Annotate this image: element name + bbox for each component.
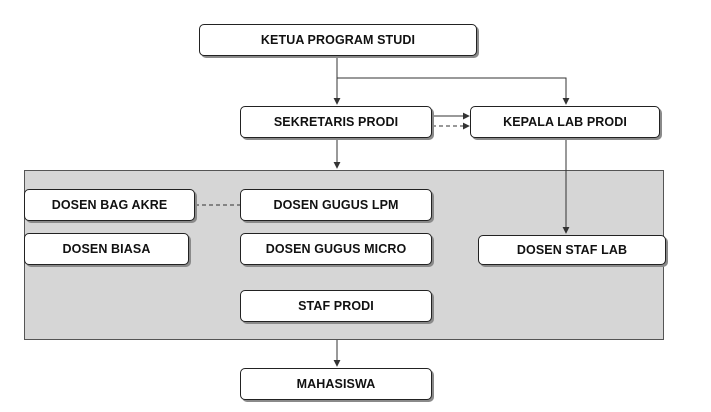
node-dosen-gugus-lpm: DOSEN GUGUS LPM (240, 189, 432, 221)
node-ketua-program-studi: KETUA PROGRAM STUDI (199, 24, 477, 56)
node-kepala-lab-prodi: KEPALA LAB PRODI (470, 106, 660, 138)
ketua-to-kepala-lab-arrow (337, 77, 570, 105)
node-dosen-biasa: DOSEN BIASA (24, 233, 189, 265)
node-staf-prodi: STAF PRODI (240, 290, 432, 322)
node-dosen-gugus-micro: DOSEN GUGUS MICRO (240, 233, 432, 265)
node-mahasiswa: MAHASISWA (240, 368, 432, 400)
node-dosen-staf-lab: DOSEN STAF LAB (478, 235, 666, 265)
node-sekretaris-prodi: SEKRETARIS PRODI (240, 106, 432, 138)
node-dosen-bag-akre: DOSEN BAG AKRE (24, 189, 195, 221)
